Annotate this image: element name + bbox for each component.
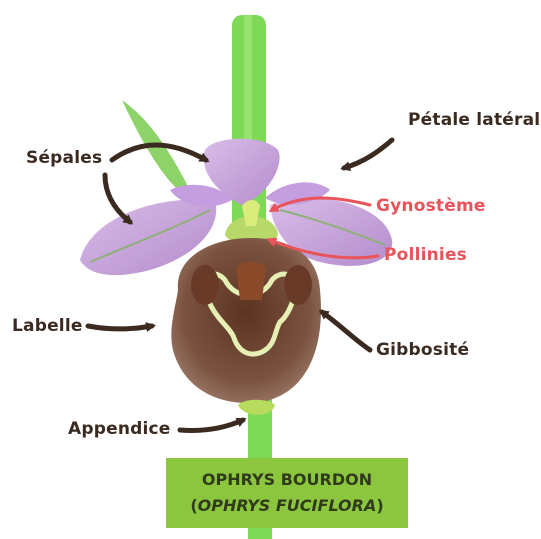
label-gibbosite: Gibbosité [376,340,469,360]
arrow-labelle [88,326,152,329]
label-appendice: Appendice [68,419,171,439]
labelle [171,238,321,403]
arrow-appendice [180,420,243,431]
arrow-gibbosite [322,312,370,350]
common-name: OPHRYS BOURDON [166,467,408,493]
species-title-box: OPHRYS BOURDON (OPHRYS FUCIFLORA) [166,458,408,528]
label-petale-lateral: Pétale latéral [408,110,540,130]
label-pollinies: Pollinies [384,245,467,265]
arrow-petale-lateral [344,140,392,168]
paren-open: ( [190,496,197,515]
label-sepales: Sépales [26,148,102,168]
scientific-name-line: (OPHRYS FUCIFLORA) [166,493,408,519]
label-gynosteme: Gynostème [376,196,486,216]
paren-close: ) [376,496,383,515]
label-labelle: Labelle [12,316,83,336]
scientific-name: OPHRYS FUCIFLORA [198,496,377,515]
